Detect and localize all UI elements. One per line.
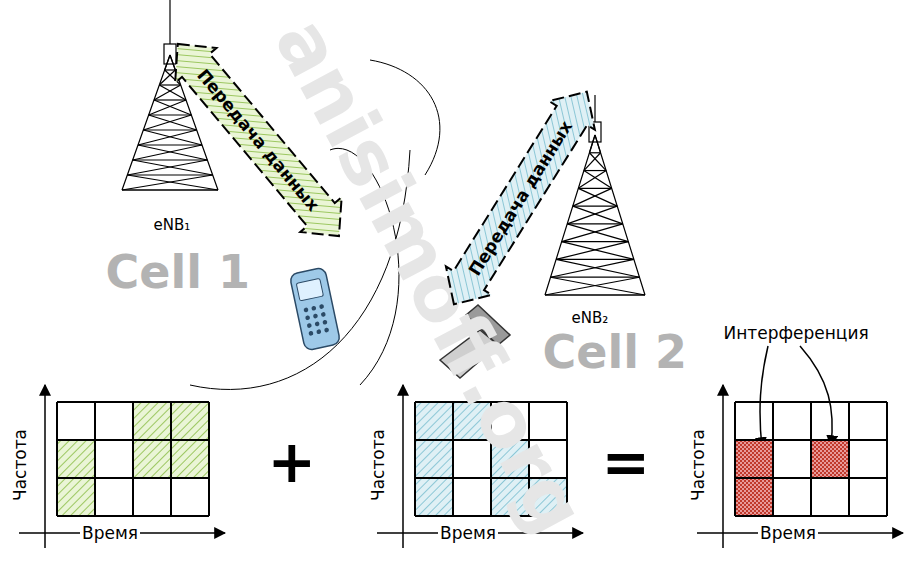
operator: + xyxy=(268,428,317,496)
axis-label: Время xyxy=(438,523,498,543)
axis-label: Частота xyxy=(10,429,30,501)
cell-label: Cell 2 xyxy=(543,325,688,379)
data-arrow: Передача данных xyxy=(438,82,601,314)
leader-line xyxy=(800,346,832,446)
axis-label: Время xyxy=(80,523,140,543)
mobile-phone xyxy=(289,267,340,351)
cell-label: Cell 1 xyxy=(106,245,251,299)
station-label: eNB₂ xyxy=(572,309,609,327)
operator: = xyxy=(602,428,651,496)
axis-label: Частота xyxy=(688,429,708,501)
leader-line xyxy=(760,346,768,448)
arrow-text: Передача данных xyxy=(464,117,576,279)
axis-label: Частота xyxy=(368,429,388,501)
callout: Интерференция xyxy=(724,323,869,343)
station-label: eNB₁ xyxy=(154,216,191,234)
axis-label: Время xyxy=(758,523,818,543)
